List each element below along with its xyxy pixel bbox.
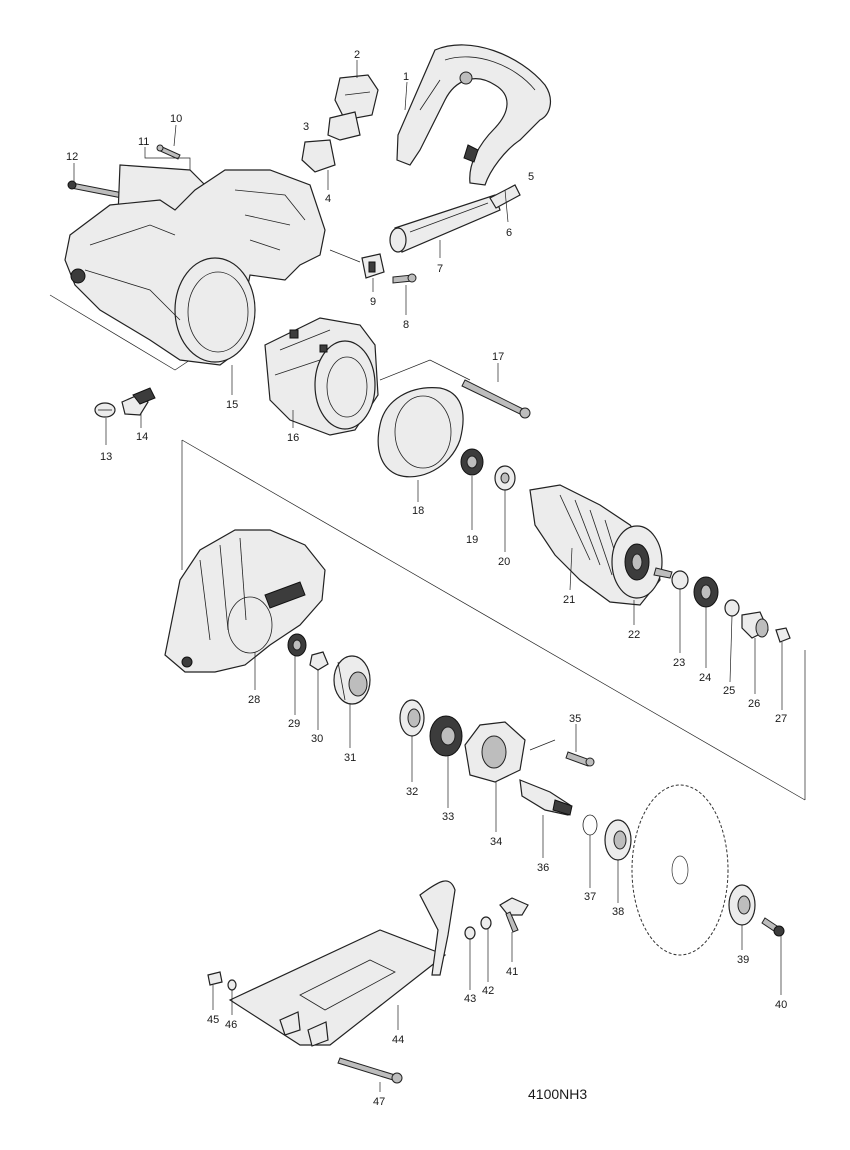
part-number-35: 35 <box>569 713 581 725</box>
part-number-14: 14 <box>136 431 148 443</box>
part-number-30: 30 <box>311 733 323 745</box>
part-screws-top <box>67 144 181 200</box>
part-number-29: 29 <box>288 718 300 730</box>
part-long-screw <box>461 379 531 419</box>
part-bearing-group <box>399 699 526 783</box>
part-number-6: 6 <box>506 227 512 239</box>
part-gear-housing <box>164 529 326 673</box>
part-outer-flange-bolt <box>728 884 785 937</box>
part-number-28: 28 <box>248 694 260 706</box>
part-bearing-19 <box>460 448 484 476</box>
part-number-15: 15 <box>226 399 238 411</box>
part-number-33: 33 <box>442 811 454 823</box>
part-number-40: 40 <box>775 999 787 1011</box>
part-number-34: 34 <box>490 836 502 848</box>
part-number-19: 19 <box>466 534 478 546</box>
part-number-7: 7 <box>437 263 443 275</box>
part-number-13: 13 <box>100 451 112 463</box>
part-number-8: 8 <box>403 319 409 331</box>
part-number-9: 9 <box>370 296 376 308</box>
part-number-25: 25 <box>723 685 735 697</box>
part-baffle-ring <box>377 387 464 478</box>
part-number-32: 32 <box>406 786 418 798</box>
part-number-46: 46 <box>225 1019 237 1031</box>
model-code: 4100NH3 <box>528 1086 588 1102</box>
part-field-stator <box>264 317 379 436</box>
part-number-44: 44 <box>392 1034 404 1046</box>
part-number-43: 43 <box>464 993 476 1005</box>
part-number-17: 17 <box>492 351 504 363</box>
part-wing-bolt <box>464 897 529 940</box>
part-motor-housing <box>64 164 326 366</box>
part-gear-stack <box>287 633 371 705</box>
part-number-22: 22 <box>628 629 640 641</box>
part-number-37: 37 <box>584 891 596 903</box>
part-number-labels: 1 2 3 4 5 6 7 8 9 10 11 12 13 14 15 16 1… <box>66 49 787 1108</box>
part-number-1: 1 <box>403 71 409 83</box>
part-spindle <box>519 751 595 816</box>
part-number-4: 4 <box>325 193 331 205</box>
part-number-12: 12 <box>66 151 78 163</box>
part-number-21: 21 <box>563 594 575 606</box>
part-number-24: 24 <box>699 672 711 684</box>
part-number-16: 16 <box>287 432 299 444</box>
part-washer-20 <box>494 465 516 491</box>
part-number-45: 45 <box>207 1014 219 1026</box>
part-number-26: 26 <box>748 698 760 710</box>
part-base-plate <box>228 880 456 1047</box>
part-number-3: 3 <box>303 121 309 133</box>
part-number-20: 20 <box>498 556 510 568</box>
part-number-5: 5 <box>528 171 534 183</box>
part-handle-cover <box>396 44 552 186</box>
leader-lines <box>73 60 783 1092</box>
part-cord-guard <box>389 184 521 253</box>
part-shaft-stack <box>671 570 791 643</box>
part-number-2: 2 <box>354 49 360 61</box>
part-number-31: 31 <box>344 752 356 764</box>
part-number-38: 38 <box>612 906 624 918</box>
part-number-23: 23 <box>673 657 685 669</box>
part-screw-clamp <box>361 253 417 284</box>
part-saw-blade <box>631 784 729 956</box>
part-number-10: 10 <box>170 113 182 125</box>
part-number-18: 18 <box>412 505 424 517</box>
part-number-39: 39 <box>737 954 749 966</box>
part-number-47: 47 <box>373 1096 385 1108</box>
part-switch <box>301 74 379 173</box>
part-base-fasteners <box>207 971 403 1084</box>
part-number-41: 41 <box>506 966 518 978</box>
part-number-11: 11 <box>138 136 149 148</box>
part-number-27: 27 <box>775 713 787 725</box>
part-armature <box>529 484 673 606</box>
part-brush-cap <box>94 387 156 418</box>
part-number-36: 36 <box>537 862 549 874</box>
part-number-42: 42 <box>482 985 494 997</box>
